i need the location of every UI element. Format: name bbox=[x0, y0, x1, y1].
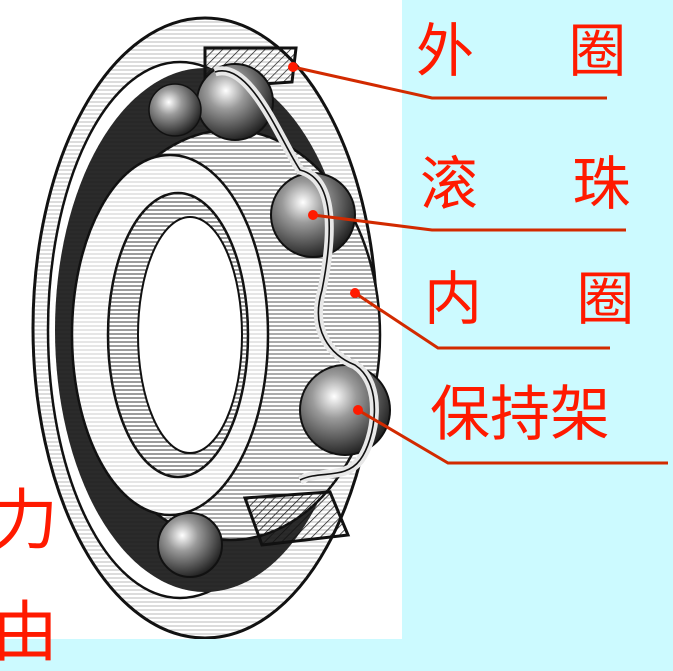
label-cage: 保持架 bbox=[430, 380, 610, 450]
leader-lines bbox=[292, 65, 668, 465]
label-ball: 滚 珠 bbox=[420, 150, 669, 218]
bearing-illustration bbox=[0, 0, 668, 639]
leader-outer-ring bbox=[292, 65, 607, 100]
pointer-dot-inner-ring bbox=[350, 288, 360, 298]
pointer-dot-ball bbox=[308, 210, 318, 220]
edge-text-2: 由 bbox=[0, 594, 58, 671]
leader-cage bbox=[357, 408, 668, 465]
pointer-dot-outer-ring bbox=[288, 62, 298, 72]
label-inner-ring: 内 圈 bbox=[424, 265, 673, 333]
pointer-dot-cage bbox=[353, 405, 363, 415]
leader-inner-ring bbox=[354, 291, 610, 350]
edge-text-1: 力 bbox=[0, 482, 58, 559]
leader-ball bbox=[312, 213, 626, 232]
label-outer-ring: 外 圈 bbox=[416, 17, 665, 85]
